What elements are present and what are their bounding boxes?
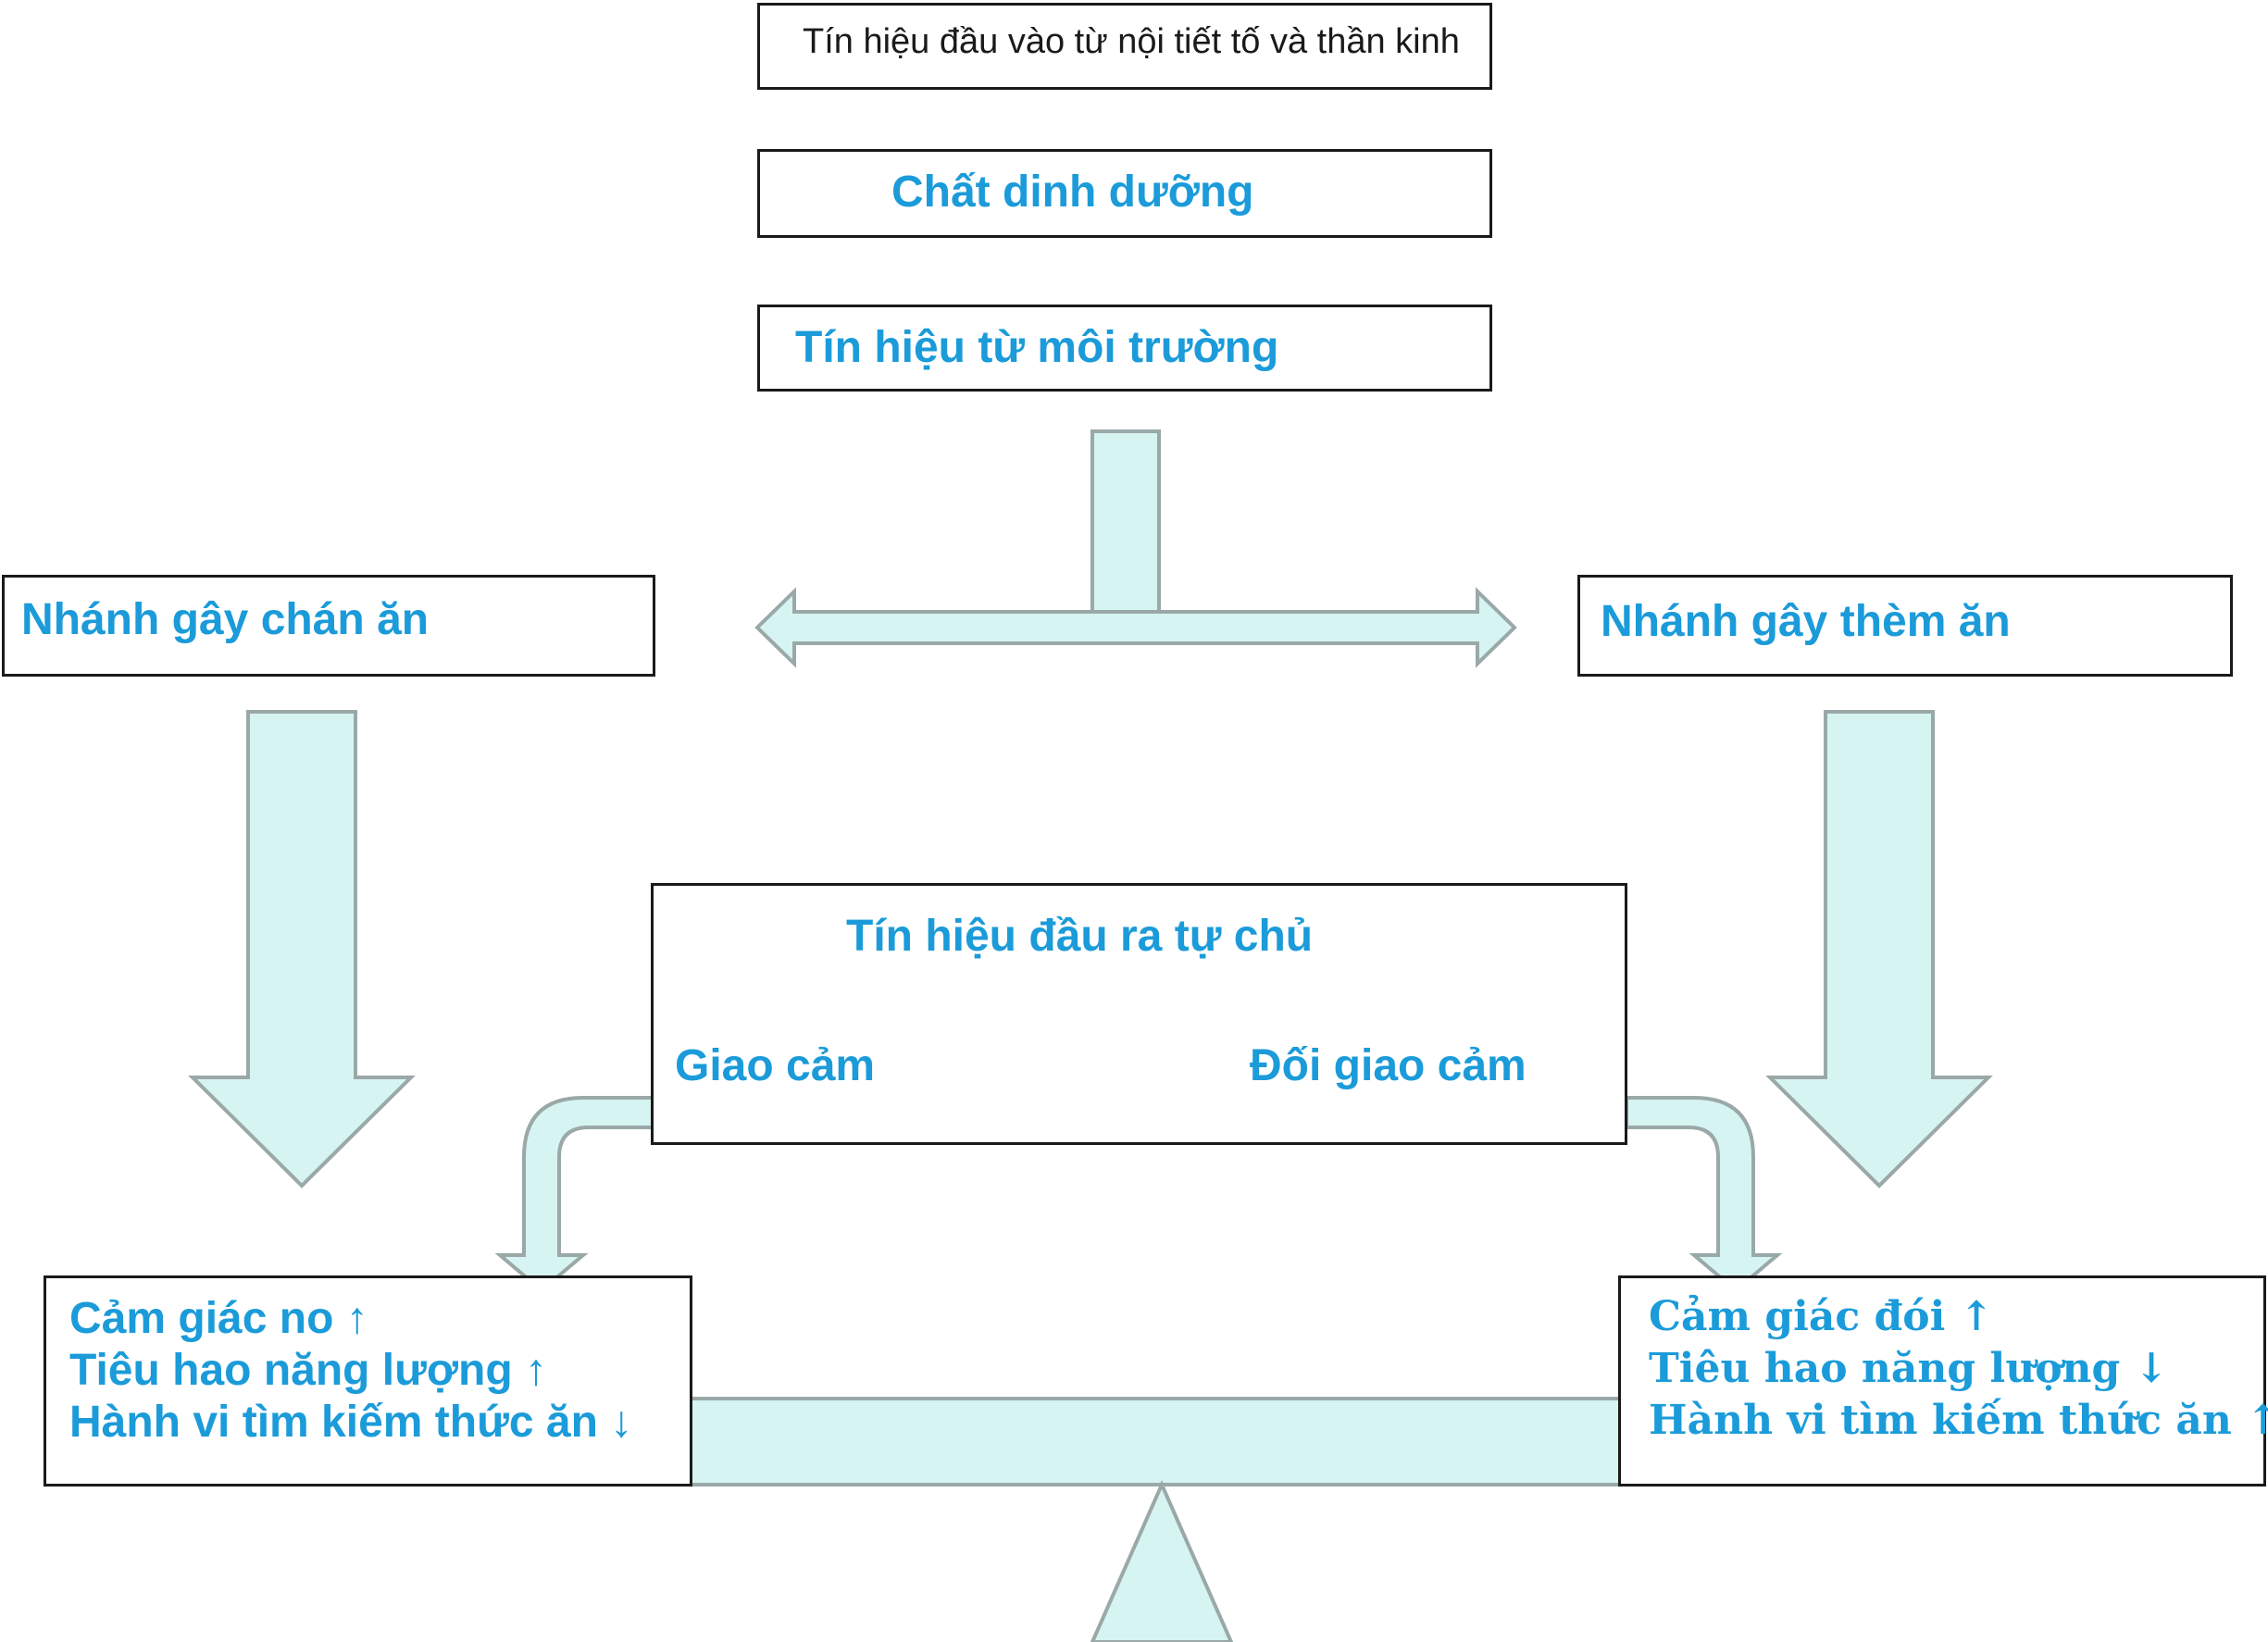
orexigenic-branch-box: Nhánh gây thèm ăn — [1577, 575, 2233, 677]
right-curved-arrow — [1625, 1096, 1783, 1293]
right-outcome-food-seeking: Hành vi tìm kiếm thức ăn ↑ — [1649, 1397, 2268, 1444]
left-curved-arrow — [494, 1096, 654, 1293]
input-box-neuro-endocrine: Tín hiệu đầu vào từ nội tiết tố và thần … — [757, 3, 1492, 90]
input-environment-label: Tín hiệu từ môi trường — [795, 323, 1279, 372]
right-down-arrow — [1765, 710, 1993, 1188]
input-neuro-endocrine-label: Tín hiệu đầu vào từ nội tiết tố và thần … — [803, 22, 1460, 61]
left-outcome-energy-expenditure: Tiêu hao năng lượng ↑ — [69, 1346, 547, 1395]
input-stem — [1090, 429, 1161, 614]
double-arrow — [754, 587, 1517, 668]
input-box-nutrients: Chất dinh dưỡng — [757, 149, 1492, 238]
input-box-environment: Tín hiệu từ môi trường — [757, 305, 1492, 392]
right-outcome-box: Cảm giác đói ↑ Tiêu hao năng lượng ↓ Hàn… — [1618, 1275, 2268, 1487]
left-outcome-satiety: Cảm giác no ↑ — [69, 1294, 368, 1343]
balance-fulcrum — [1090, 1480, 1234, 1642]
right-outcome-hunger: Cảm giác đói ↑ — [1649, 1293, 1994, 1340]
anorexigenic-branch-box: Nhánh gây chán ăn — [2, 575, 655, 677]
orexigenic-branch-label: Nhánh gây thèm ăn — [1601, 597, 2011, 646]
left-outcome-box: Cảm giác no ↑ Tiêu hao năng lượng ↑ Hành… — [44, 1275, 692, 1487]
input-nutrients-label: Chất dinh dưỡng — [891, 168, 1254, 217]
parasympathetic-label: Đối giao cảm — [1250, 1041, 1527, 1090]
right-outcome-energy-expenditure: Tiêu hao năng lượng ↓ — [1649, 1345, 2169, 1392]
sympathetic-label: Giao cảm — [675, 1041, 876, 1090]
left-outcome-food-seeking: Hành vi tìm kiếm thức ăn ↓ — [69, 1398, 633, 1447]
autonomic-output-box: Tín hiệu đầu ra tự chủ Giao cảm Đối giao… — [651, 883, 1627, 1145]
anorexigenic-branch-label: Nhánh gây chán ăn — [21, 595, 430, 644]
balance-beam — [688, 1397, 1626, 1487]
autonomic-output-title: Tín hiệu đầu ra tự chủ — [846, 912, 1314, 961]
left-down-arrow — [188, 710, 416, 1188]
